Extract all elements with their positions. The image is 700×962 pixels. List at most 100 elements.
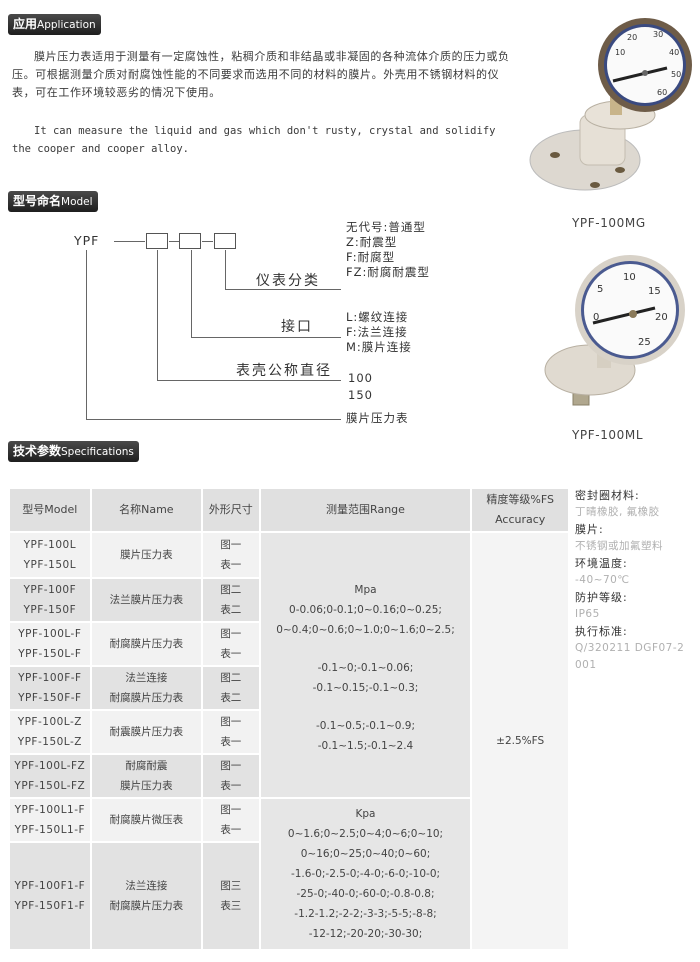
range-line: 0~1.6;0~2.5;0~4;0~6;0~10; [287,828,444,840]
size-cell: 图二表二 [203,667,259,709]
category-option: Z:耐震型 [346,235,398,249]
header-model: 型号Model [10,489,90,531]
model-cell: YPF-100L1-F YPF-150L1-F [10,799,90,841]
category-label: 仪表分类 [256,273,320,289]
svg-text:50: 50 [671,70,681,79]
product-name: 耐震膜片压力表 [109,726,184,738]
model-code: YPF-100L1-F [14,804,86,816]
svg-text:60: 60 [657,88,667,97]
connection-option: F:法兰连接 [346,325,408,339]
product-image-ypf-100mg: 20 30 40 50 60 10 [529,18,692,191]
diameter-options: 100 150 [348,370,373,404]
model-code: YPF-150F-F [18,692,82,704]
range-line: 0-0.06;0-0.1;0~0.16;0~0.25; [289,604,442,616]
range-line: -0.1~0;-0.1~0.06; [317,662,414,674]
model-code: YPF-100L-FZ [14,760,86,772]
side-info-value: Q/320211 DGF07-2001 [575,642,685,671]
name-cell: 耐腐耐震膜片压力表 [91,755,201,797]
svg-text:20: 20 [627,33,637,42]
product-name: 法兰膜片压力表 [109,594,184,606]
svg-text:0: 0 [593,312,599,323]
model-code: YPF-150L1-F [14,824,86,836]
name-cell: 耐腐膜片压力表 [91,623,201,665]
prefix-dash [114,241,145,242]
category-options: 无代号:普通型 Z:耐震型 F:耐腐型 FZ:耐腐耐震型 [346,220,430,280]
name-cell: 耐震膜片压力表 [91,711,201,753]
header-name: 名称Name [91,489,201,531]
diameter-branch-line [157,250,158,381]
connector-line [169,241,179,242]
connection-label: 接口 [281,319,313,335]
model-code: YPF-100L-Z [17,716,82,728]
connection-option: L:螺纹连接 [346,310,409,324]
table-header-row: 型号Model 名称Name 外形尺寸 测量范围Range 精度等级%FS Ac… [10,489,568,531]
size-cell: 图一表一 [203,799,259,841]
side-info-value: 丁晴橡胶, 氟橡胶 [575,506,660,518]
figure-ref: 图一 [220,760,242,772]
size-cell: 图一表一 [203,533,259,577]
category-code-box [214,233,236,249]
range-cell-mpa: Mpa 0-0.06;0-0.1;0~0.16;0~0.25; 0~0.4;0~… [260,533,471,797]
diameter-option: 100 [348,371,373,385]
name-cell: 膜片压力表 [91,533,201,577]
range-unit: Mpa [354,584,377,596]
figure-ref: 图二 [220,672,242,684]
product-name: 耐腐耐震 [125,760,168,772]
table-ref: 表三 [220,900,242,912]
diameter-code-box [146,233,168,249]
table-ref: 表一 [220,559,242,571]
connection-code-box [179,233,201,249]
range-line: -0.1~0.15;-0.1~0.3; [312,682,419,694]
figure-ref: 图一 [220,628,242,640]
svg-text:10: 10 [615,48,625,57]
side-info-key: 防护等级: [575,591,628,604]
diameter-option: 150 [348,388,373,402]
application-tag-en: Application [37,19,96,31]
category-option: FZ:耐腐耐震型 [346,265,430,279]
side-info-key: 环境温度: [575,557,628,570]
specs-section-tag: 技术参数Specifications [8,441,139,462]
specifications-table: 型号Model 名称Name 外形尺寸 测量范围Range 精度等级%FS Ac… [8,487,570,951]
side-info-value: -40~70℃ [575,574,630,586]
product-name: 耐腐膜片压力表 [109,638,184,650]
table-ref: 表二 [220,692,242,704]
model-code: YPF-150F [23,604,77,616]
header-range: 测量范围Range [260,489,471,531]
svg-text:25: 25 [638,337,651,348]
product-name: 膜片压力表 [120,780,173,792]
application-description-cn: 膜片压力表适用于测量有一定腐蚀性，粘稠介质和非结晶或非凝固的各种流体介质的压力或… [12,50,510,99]
diameter-label: 表壳公称直径 [236,363,332,379]
svg-text:15: 15 [648,286,661,297]
side-info-key: 膜片: [575,523,604,536]
product-name: 法兰连接 [125,880,168,892]
model-code: YPF-150L [23,559,77,571]
product-name: 耐腐膜片压力表 [109,692,184,704]
model-code: YPF-150F1-F [14,900,86,912]
name-cell: 法兰连接耐腐膜片压力表 [91,843,201,949]
name-cell: 法兰膜片压力表 [91,579,201,621]
category-option: F:耐腐型 [346,250,396,264]
application-tag-cn: 应用 [13,17,38,31]
model-code: YPF-100L-F [18,628,82,640]
svg-text:20: 20 [655,312,668,323]
figure-ref: 图二 [220,584,242,596]
model-tag-cn: 型号命名 [13,194,62,208]
product-name: 耐腐膜片微压表 [109,814,184,826]
header-size: 外形尺寸 [203,489,259,531]
svg-text:10: 10 [623,272,636,283]
side-info-value: IP65 [575,608,600,620]
table-ref: 表一 [220,648,242,660]
connection-option: M:膜片连接 [346,340,412,354]
specs-tag-en: Specifications [61,446,134,458]
figure-ref: 图三 [220,880,242,892]
table-ref: 表一 [220,736,242,748]
product-name: 法兰连接 [125,672,168,684]
